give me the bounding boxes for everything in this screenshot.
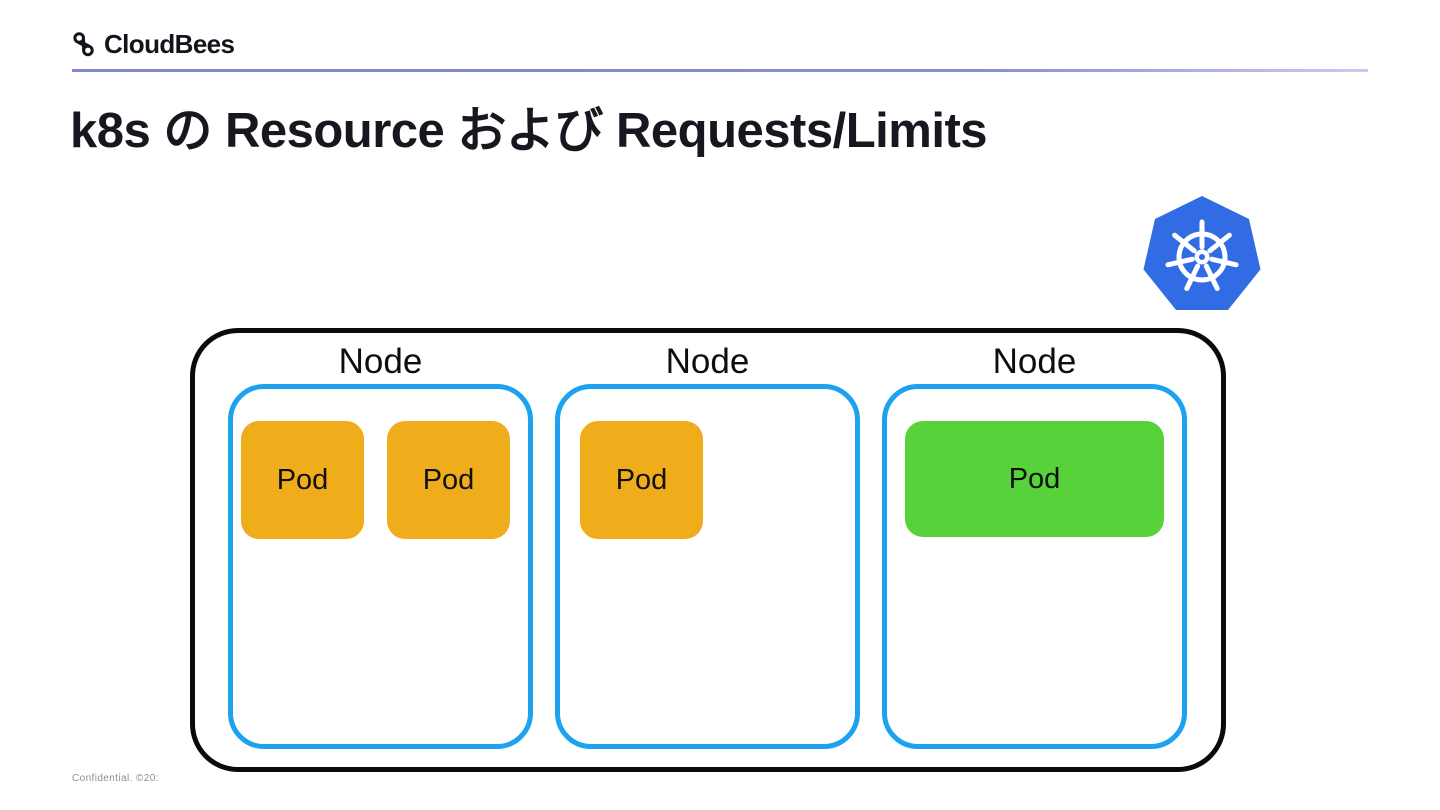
node-3: Node Pod <box>882 339 1187 749</box>
pod-box: Pod <box>241 421 364 539</box>
node-1-box: Pod Pod <box>228 384 533 749</box>
confidential-note: Confidential. ©20: <box>72 773 159 784</box>
slide-title: k8s の Resource および Requests/Limits <box>70 104 988 158</box>
pod-box: Pod <box>387 421 510 539</box>
node-1: Node Pod Pod <box>228 339 533 749</box>
node-1-label: Node <box>338 342 423 381</box>
kubernetes-icon <box>1139 193 1265 319</box>
brand-name: CloudBees <box>104 29 235 59</box>
node-3-label: Node <box>992 342 1077 381</box>
pod-box-green: Pod <box>905 421 1164 537</box>
pod-box: Pod <box>580 421 703 539</box>
cloudbees-icon <box>73 31 94 56</box>
node-3-box: Pod <box>882 384 1187 749</box>
cloudbees-logo: CloudBees <box>72 29 235 60</box>
cluster-box: Node Pod Pod Node Pod Node Pod <box>190 328 1226 772</box>
node-2: Node Pod <box>555 339 860 749</box>
node-2-label: Node <box>665 342 750 381</box>
header-divider <box>72 69 1368 72</box>
node-2-box: Pod <box>555 384 860 749</box>
